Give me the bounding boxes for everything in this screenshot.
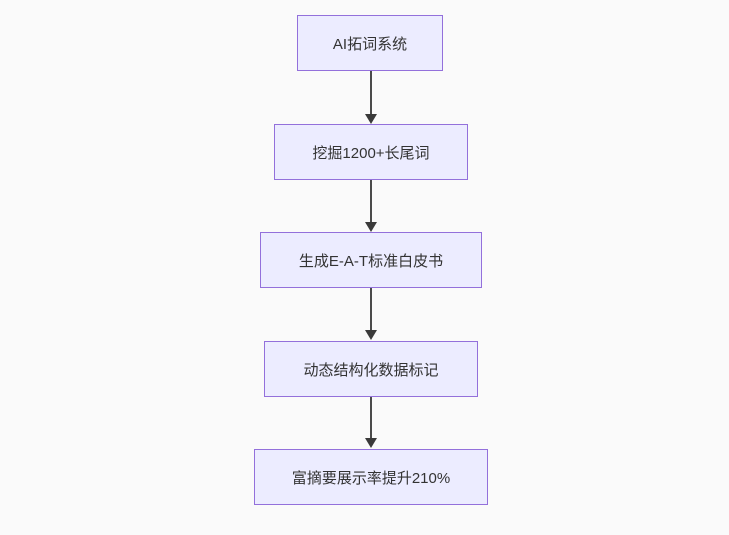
flow-node-rich-snippet-rate: 富摘要展示率提升210% bbox=[254, 449, 488, 505]
flow-node-ai-keyword-system: AI拓词系统 bbox=[297, 15, 443, 71]
arrowhead-down-icon bbox=[365, 222, 377, 232]
arrowhead-down-icon bbox=[365, 438, 377, 448]
arrowhead-down-icon bbox=[365, 330, 377, 340]
edge-line-3 bbox=[370, 288, 372, 331]
edge-line-4 bbox=[370, 397, 372, 439]
flow-node-longtail-mining: 挖掘1200+长尾词 bbox=[274, 124, 468, 180]
arrowhead-down-icon bbox=[365, 114, 377, 124]
flow-node-structured-data-markup: 动态结构化数据标记 bbox=[264, 341, 478, 397]
edge-line-2 bbox=[370, 180, 372, 223]
edge-line-1 bbox=[370, 71, 372, 115]
flow-node-eat-whitepaper: 生成E-A-T标准白皮书 bbox=[260, 232, 482, 288]
